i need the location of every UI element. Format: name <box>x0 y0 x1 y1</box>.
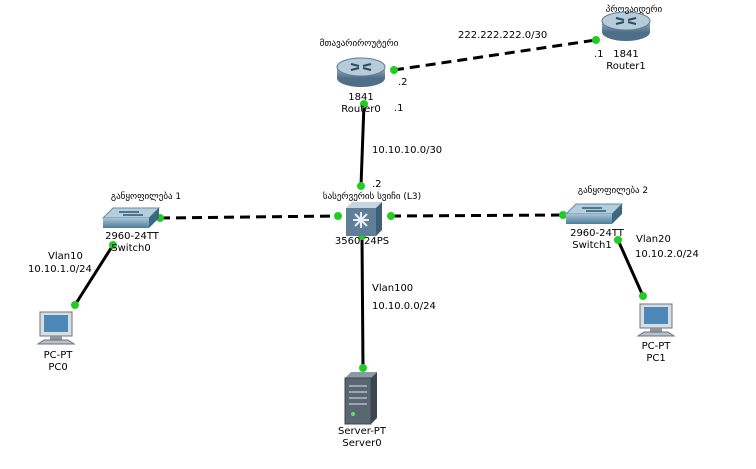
server-icon[interactable] <box>344 372 377 425</box>
switch0-name-label: Switch0 <box>111 243 151 254</box>
switch1-model-label: 2960-24TT <box>570 228 624 239</box>
port-dot <box>592 36 600 44</box>
link-switch0-pc0[interactable] <box>73 244 115 306</box>
link-multilayer-switch0[interactable] <box>159 214 339 220</box>
link-multilayer-switch1[interactable] <box>390 213 564 218</box>
vlan20-label: Vlan20 <box>636 234 671 245</box>
links <box>73 38 645 369</box>
vlan10-subnet-label: 10.10.1.0/24 <box>28 264 92 275</box>
port-dot <box>614 236 622 244</box>
router0-georgian-label: მთავარიროუტერი <box>319 39 399 49</box>
router0-model-label: 1841 <box>348 92 374 103</box>
port-dot <box>359 364 367 372</box>
port-dot <box>387 212 395 220</box>
switch0-model-label: 2960-24TT <box>105 231 159 242</box>
port-dot <box>109 241 117 249</box>
wan-r1-address-label: .1 <box>594 49 604 60</box>
core-l3-address-label: .2 <box>372 179 382 190</box>
port-dot <box>559 211 567 219</box>
multilayer-switch-icon[interactable] <box>346 202 382 236</box>
server0-name-label: Server0 <box>342 438 382 449</box>
pc0-name-label: PC0 <box>48 362 68 373</box>
multilayer-georgian-label: სასერვერის სვიჩი (L3) <box>322 192 422 202</box>
router-icon[interactable] <box>336 57 386 87</box>
vlan100-subnet-label: 10.10.0.0/24 <box>372 301 436 312</box>
core-r0-address-label: .1 <box>394 103 404 114</box>
link-router0-multilayer[interactable] <box>359 103 366 187</box>
port-dot <box>639 292 647 300</box>
switch1-name-label: Switch1 <box>572 240 612 251</box>
pc-icon[interactable] <box>636 303 676 337</box>
port-status-indicators <box>71 36 647 372</box>
pc0-model-label: PC-PT <box>43 350 73 361</box>
pc1-name-label: PC1 <box>646 353 666 364</box>
switch0-georgian-label: განყოფილება 1 <box>110 192 182 202</box>
pc-icon[interactable] <box>36 311 76 345</box>
port-dot <box>360 100 368 108</box>
wan-subnet-label: 222.222.222.0/30 <box>458 30 548 41</box>
vlan20-subnet-label: 10.10.2.0/24 <box>635 249 699 260</box>
router0-name-label: Router0 <box>341 104 381 115</box>
switch-icon[interactable] <box>564 203 624 224</box>
port-dot <box>71 301 79 309</box>
pc1-model-label: PC-PT <box>641 341 671 352</box>
server0-model-label: Server-PT <box>338 426 386 437</box>
core-subnet-label: 10.10.10.0/30 <box>372 145 443 156</box>
port-dot <box>334 212 342 220</box>
link-router0-router1[interactable] <box>393 38 597 72</box>
link-switch1-pc1[interactable] <box>616 239 645 297</box>
router1-model-label: 1841 <box>613 49 639 60</box>
link-multilayer-server0[interactable] <box>360 235 365 369</box>
vlan100-label: Vlan100 <box>372 283 414 294</box>
router1-name-label: Router1 <box>606 61 646 72</box>
port-dot <box>390 66 398 74</box>
router1-georgian-label: პროვაიდერი <box>605 5 663 15</box>
wan-r0-address-label: .2 <box>398 77 408 88</box>
switch1-georgian-label: განყოფილება 2 <box>577 186 649 196</box>
multilayer-model-label: 3560-24PS <box>334 236 390 247</box>
switch-icon[interactable] <box>101 207 161 228</box>
router-icon[interactable] <box>601 11 651 41</box>
vlan10-label: Vlan10 <box>48 251 83 262</box>
port-dot <box>357 182 365 190</box>
